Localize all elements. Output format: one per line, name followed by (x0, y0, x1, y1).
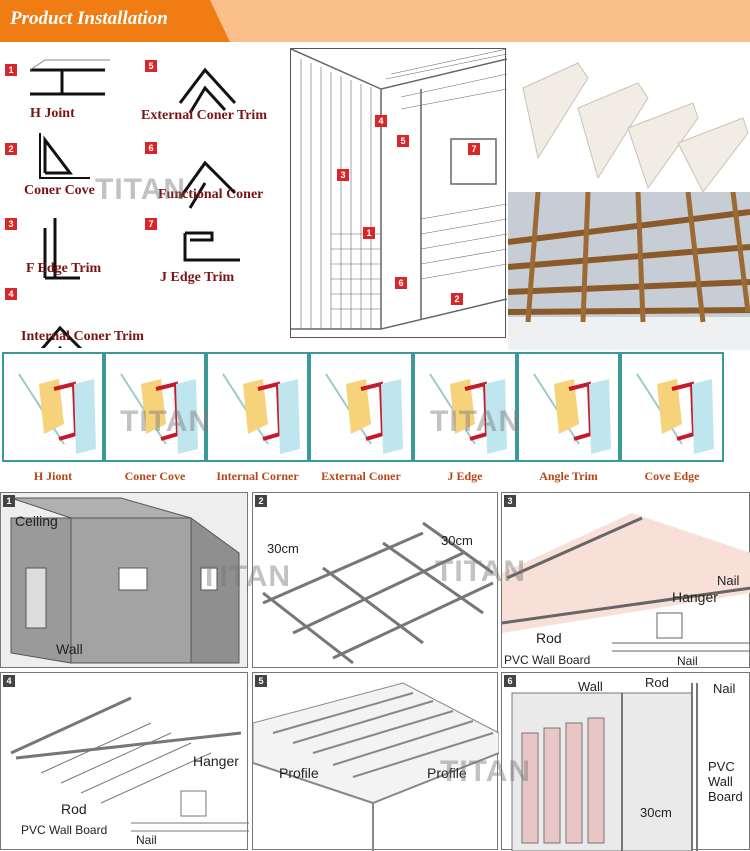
page-title: Product Installation (10, 8, 168, 29)
profile-ceiling-drawing (253, 682, 499, 851)
label-hanger: Hanger (672, 589, 718, 605)
step-number: 1 (3, 495, 15, 507)
ceiling-frame-photo (508, 192, 750, 350)
trim-application-label: Coner Cove (124, 469, 186, 483)
trim-application-cell (620, 352, 724, 462)
trim-application-label: H Jiont (33, 469, 73, 483)
step-number: 3 (504, 495, 516, 507)
hanger-rod-drawing (502, 513, 750, 652)
trim-label: External Coner Trim (141, 108, 267, 123)
label-rod: Rod (645, 675, 669, 690)
label-nail: Nail (677, 654, 698, 668)
trim-profile-drawings (29, 59, 240, 348)
trim-number: 7 (145, 218, 157, 230)
trim-application-cell (309, 352, 413, 462)
trim-application-drawing (222, 373, 300, 454)
trim-number: 1 (5, 64, 17, 76)
label-pvc-wall-board: PVC Wall Board (504, 653, 591, 667)
label-ceiling: Ceiling (15, 513, 58, 529)
white-profiles-image (522, 62, 749, 192)
step-number: 6 (504, 675, 516, 687)
label-wall: Wall (578, 679, 603, 694)
label-profile: Profile (427, 765, 467, 781)
trim-label: H Joint (30, 106, 75, 121)
trim-label: Coner Cove (24, 183, 95, 198)
step-1-panel: 1 Ceiling Wall (0, 492, 248, 668)
label-30cm: 30cm (640, 805, 672, 820)
room-marker: 6 (395, 277, 407, 289)
label-board: Board (708, 789, 743, 804)
label-nail: Nail (717, 573, 740, 588)
trim-catalog: 1 H Joint 2 Coner Cove 3 F Edge Trim 4 I… (0, 48, 290, 348)
trim-application-label: External Coner (321, 469, 401, 483)
label-nail: Nail (713, 681, 736, 696)
step-number: 2 (255, 495, 267, 507)
label-nail: Nail (136, 833, 157, 847)
room-marker: 7 (468, 143, 480, 155)
trim-number: 6 (145, 142, 157, 154)
label-rod: Rod (536, 630, 562, 646)
room-marker: 3 (337, 169, 349, 181)
room-walls-drawing (10, 497, 240, 664)
trim-label: Internal Coner Trim (21, 329, 144, 344)
room-marker: 5 (397, 135, 409, 147)
trim-application-drawing (18, 373, 96, 454)
watermark: TITAN (95, 173, 187, 206)
label-rod: Rod (61, 801, 87, 817)
step-5-panel: 5 Profile Profile (252, 672, 499, 851)
ceiling-frame-image (508, 192, 750, 350)
room-marker: 2 (451, 293, 463, 305)
step-number: 4 (3, 675, 15, 687)
trim-application-cell (206, 352, 309, 462)
board-install-drawing (10, 696, 249, 832)
step-3-panel: 3 Nail Hanger Rod PVC Wall Board Nail (501, 492, 750, 668)
trim-products-photo (508, 48, 750, 192)
trim-number: 4 (5, 288, 17, 300)
trim-number: 3 (5, 218, 17, 230)
label-profile: Profile (279, 765, 319, 781)
trim-application-drawing (429, 373, 507, 454)
watermark: TITAN (435, 555, 527, 588)
trim-application-drawing (325, 373, 403, 454)
step-4-panel: 4 Hanger Rod PVC Wall Board Nail (0, 672, 249, 850)
label-30cm: 30cm (441, 533, 473, 548)
trim-application-drawing (120, 373, 198, 454)
trim-number: 2 (5, 143, 17, 155)
trim-application-drawing (636, 373, 714, 454)
watermark: TITAN (440, 755, 532, 788)
grid-frame-drawing (262, 521, 494, 665)
trim-application-cell (2, 352, 104, 462)
watermark: TITAN (200, 560, 292, 593)
trim-label: F Edge Trim (26, 261, 102, 276)
trim-application-label: J Edge (447, 469, 483, 483)
trim-application-label: Angle Trim (539, 469, 598, 483)
trim-application-cell (104, 352, 206, 462)
trim-label: Functional Coner (158, 187, 264, 202)
label-wall: Wall (708, 774, 733, 789)
trim-number: 5 (145, 60, 157, 72)
room-drawing (291, 49, 507, 330)
step-6-panel: 6 Wall Rod Nail PVC Wall Board 30cm (501, 672, 750, 851)
trim-label: J Edge Trim (160, 270, 235, 285)
label-pvc: PVC (708, 759, 735, 774)
trim-application-label: Cove Edge (644, 469, 700, 483)
watermark: TITAN (120, 405, 212, 438)
label-pvc-wall-board: PVC Wall Board (21, 823, 108, 837)
trim-application-cell (413, 352, 517, 462)
trim-application-drawing (533, 373, 611, 454)
wall-board-drawing (511, 683, 698, 851)
watermark: TITAN (430, 405, 522, 438)
room-marker: 1 (363, 227, 375, 239)
label-wall: Wall (56, 641, 83, 657)
label-30cm: 30cm (267, 541, 299, 556)
step-number: 5 (255, 675, 267, 687)
label-hanger: Hanger (193, 753, 239, 769)
room-marker: 4 (375, 115, 387, 127)
trim-application-cell (517, 352, 620, 462)
room-installation-diagram: 1 2 3 4 5 6 7 (290, 48, 507, 338)
step-2-panel: 2 30cm 30cm (252, 492, 498, 668)
header-banner: Product Installation (0, 0, 750, 42)
trim-application-label: Internal Corner (216, 469, 299, 483)
